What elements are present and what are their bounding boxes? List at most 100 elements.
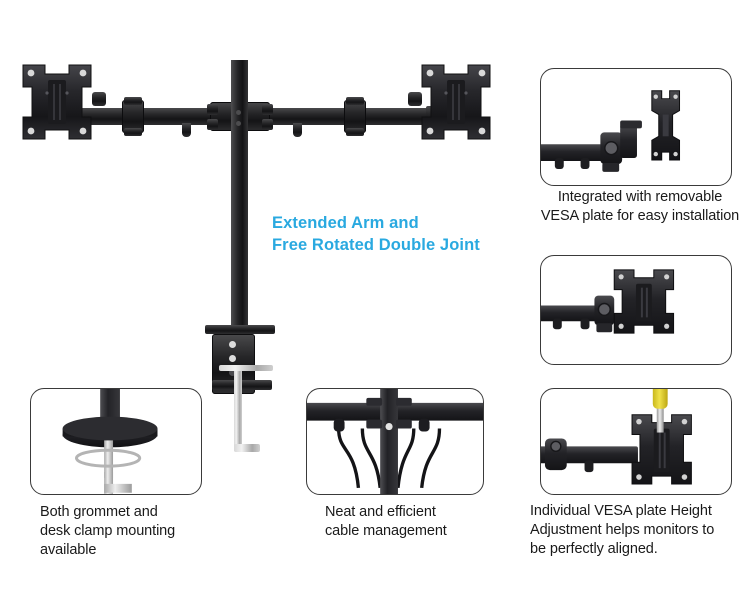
right-vesa-hinge <box>408 92 422 106</box>
p5-bolt-right-top <box>395 397 412 406</box>
p1-pivot-bolt <box>604 140 619 156</box>
desk-clamp-bolt-shaft <box>234 371 242 439</box>
p3-screwdriver-shaft <box>656 406 664 433</box>
right-vesa-center-slot <box>447 80 465 124</box>
right-vesa-hole-bl <box>426 127 434 135</box>
p1-mount-bracket <box>620 124 637 159</box>
p5-cable-left-outer <box>336 428 361 489</box>
panel-removable-vesa-art <box>541 90 681 172</box>
p3-vesa-hole-tr <box>681 418 688 425</box>
p4-grommet-washer <box>74 448 142 468</box>
left-vesa-screw-a <box>45 91 49 95</box>
desk-clamp-hole-a <box>229 341 236 348</box>
p2-joint-bolt-lower <box>596 323 613 333</box>
p2-vesa-slot <box>635 283 652 322</box>
arm-joint-left <box>122 100 144 133</box>
p4-hook-foot <box>104 483 132 493</box>
arm-joint-right-bolt-top <box>346 97 364 105</box>
p5-pole-hole <box>385 423 393 431</box>
p3-vesa-slot <box>653 428 670 473</box>
right-vesa-plate-svg <box>421 64 491 140</box>
p3-pivot-bolt <box>550 440 562 453</box>
cable-clip-left <box>182 123 191 137</box>
desk-clamp-top-plate <box>205 325 275 334</box>
p2-vesa-hole-br <box>664 323 670 329</box>
left-vesa-plate <box>20 62 94 142</box>
p5-cable-right-outer <box>420 428 442 489</box>
p2-vesa-hole-tr <box>664 274 670 280</box>
p3-vesa-rib-a <box>658 432 661 469</box>
panel-vesa-attached-art <box>541 269 675 334</box>
left-vesa-rib-b <box>59 84 61 120</box>
panel-grommet-mount-art <box>62 389 158 494</box>
p5-cable-right-inner <box>396 428 416 489</box>
main-product-illustration <box>20 60 493 452</box>
center-pole-lower <box>231 131 248 327</box>
left-vesa-rib-a <box>53 84 55 120</box>
right-vesa-hole-br <box>478 127 486 135</box>
junction-bolt-upper <box>236 110 241 115</box>
p1-vesa-hole-br <box>673 151 678 157</box>
p5-center-pole <box>380 389 398 494</box>
right-vesa-screw-b <box>464 91 468 95</box>
right-vesa-rib-b <box>458 84 460 120</box>
panel-cable-management-art <box>307 389 483 494</box>
p2-vesa-rib-b <box>645 287 648 318</box>
p2-vesa-hole-bl <box>618 323 624 329</box>
left-vesa-center-slot <box>48 80 66 124</box>
panel-cable-management <box>306 388 484 495</box>
p1-joint-bolt-lower <box>602 163 620 172</box>
p2-clip-b <box>580 318 590 330</box>
desk-clamp-hole-b <box>229 355 236 362</box>
p1-vesa-slot <box>662 114 669 137</box>
p1-vesa-hole-tr <box>673 94 678 99</box>
p1-arm-bar <box>541 144 607 162</box>
p5-bolt-right-bottom <box>395 419 412 429</box>
junction-bolt-lower <box>236 121 241 126</box>
left-vesa-plate-svg <box>22 64 92 140</box>
desk-clamp-pad <box>219 365 273 371</box>
left-vesa-hole-tl <box>27 69 35 77</box>
p2-arm-bar <box>541 305 601 322</box>
caption-removable-vesa: Integrated with removable VESA plate for… <box>540 189 740 225</box>
p2-pivot-bolt <box>597 302 612 317</box>
arm-joint-right-bolt-bottom <box>346 128 364 136</box>
right-vesa-plate <box>419 62 493 142</box>
panel-height-adjustment <box>540 388 732 495</box>
p5-bolt-left-bottom <box>366 419 383 429</box>
p1-vesa-hole-tl <box>653 94 658 99</box>
p4-grommet-shaft <box>104 440 114 478</box>
arm-joint-right <box>344 100 366 133</box>
center-pole-through <box>231 100 248 134</box>
arm-joint-left-bolt-top <box>124 97 142 105</box>
p3-vesa-rib-b <box>663 432 666 469</box>
left-vesa-hole-tr <box>79 69 87 77</box>
p1-vesa-hole-bl <box>653 151 658 157</box>
junction-bolt-left <box>207 104 218 115</box>
p1-clip-b <box>580 158 590 169</box>
desk-clamp-bolt-handle-foot <box>234 444 260 452</box>
right-vesa-screw-a <box>444 91 448 95</box>
p5-clip-b <box>418 418 430 432</box>
junction-bolt-right <box>262 104 273 115</box>
p1-clip-a <box>554 158 564 169</box>
p3-vesa-hole-bl <box>636 474 642 480</box>
p4-base-top <box>62 416 158 441</box>
junction-bolt-left-lower <box>207 119 218 130</box>
p5-bolt-left-top <box>366 397 383 406</box>
p5-cable-left-inner <box>360 428 382 489</box>
left-vesa-hole-br <box>79 127 87 135</box>
p2-clip-a <box>552 318 562 330</box>
p4-hook-vertical <box>104 472 114 494</box>
left-vesa-hinge <box>92 92 106 106</box>
headline-text: Extended Arm and Free Rotated Double Joi… <box>272 214 480 255</box>
panel-removable-vesa <box>540 68 732 186</box>
p5-clip-a <box>333 418 345 432</box>
p3-clip-a <box>584 460 594 473</box>
p3-vesa-hole-br <box>681 474 688 480</box>
arm-joint-left-bolt-bottom <box>124 128 142 136</box>
panel-grommet-mount <box>30 388 202 495</box>
desk-clamp-lower-jaw <box>212 380 272 390</box>
right-vesa-hole-tl <box>426 69 434 77</box>
caption-cable-management: Neat and efficient cable management <box>325 504 447 540</box>
